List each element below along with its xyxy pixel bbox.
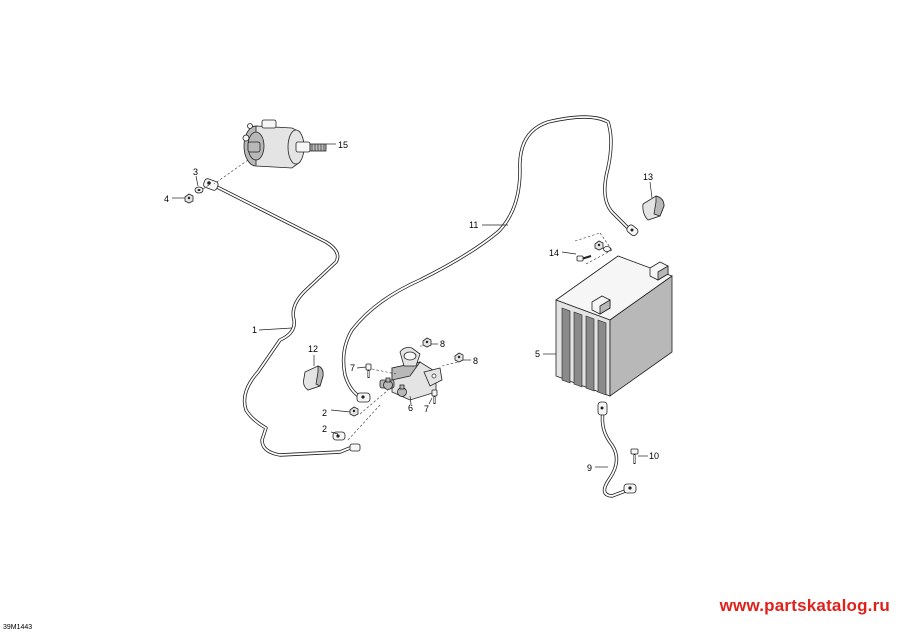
terminal-cover-13 bbox=[642, 195, 665, 221]
bolt-10 bbox=[630, 448, 639, 464]
terminal-cover-12 bbox=[303, 365, 324, 391]
leader-lines bbox=[172, 143, 653, 468]
solenoid-6 bbox=[379, 347, 443, 401]
callout-15: 15 bbox=[338, 140, 348, 150]
cable-9 bbox=[597, 401, 637, 498]
callout-10: 10 bbox=[649, 451, 659, 461]
washer-3 bbox=[194, 186, 204, 194]
nut-2a bbox=[349, 406, 359, 417]
screw-7b bbox=[431, 389, 438, 404]
bolt-14 bbox=[576, 240, 611, 262]
cable-1 bbox=[203, 178, 361, 457]
nut-8b bbox=[454, 352, 464, 363]
nut-4 bbox=[184, 193, 194, 204]
drawing-code: 39M1443 bbox=[3, 624, 33, 631]
callout-14: 14 bbox=[549, 248, 559, 258]
callout-numbers: 1 2 2 3 4 5 6 7 7 8 8 9 10 11 12 13 14 1… bbox=[164, 140, 659, 473]
battery-5 bbox=[555, 255, 673, 397]
nut-8a bbox=[422, 337, 432, 348]
callout-12: 12 bbox=[308, 344, 318, 354]
callout-13: 13 bbox=[643, 172, 653, 182]
starter-motor-15 bbox=[242, 119, 327, 169]
screw-7a bbox=[365, 363, 372, 378]
callout-8b: 8 bbox=[473, 356, 478, 366]
callout-7a: 7 bbox=[350, 363, 355, 373]
callout-2b: 2 bbox=[322, 424, 327, 434]
watermark-text: www.partskatalog.ru bbox=[719, 596, 890, 615]
callout-3: 3 bbox=[193, 167, 198, 177]
callout-11: 11 bbox=[469, 220, 478, 230]
callout-8a: 8 bbox=[440, 339, 445, 349]
callout-2a: 2 bbox=[322, 408, 327, 418]
callout-5: 5 bbox=[535, 349, 540, 359]
callout-6: 6 bbox=[408, 403, 413, 413]
callout-1: 1 bbox=[252, 325, 257, 335]
cable-11 bbox=[341, 115, 639, 403]
callout-4: 4 bbox=[164, 194, 169, 204]
callout-9: 9 bbox=[587, 463, 592, 473]
callout-7b: 7 bbox=[424, 404, 429, 414]
